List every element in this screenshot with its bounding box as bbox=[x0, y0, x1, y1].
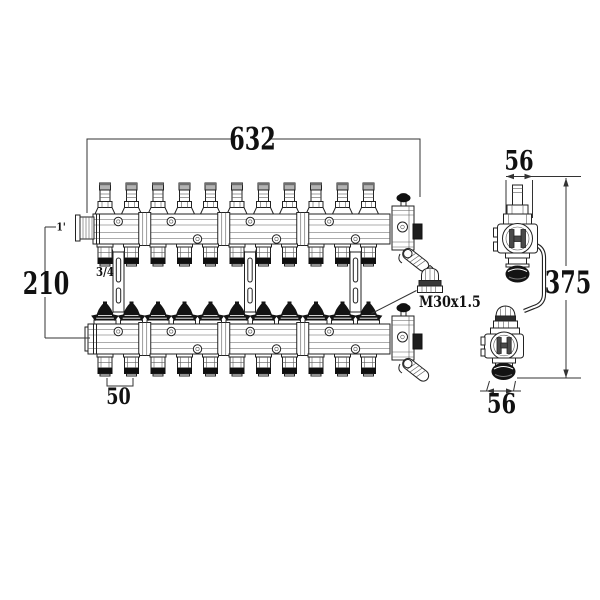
side-valve-top bbox=[493, 184, 538, 283]
front-view bbox=[75, 182, 443, 384]
inlet-connection bbox=[75, 214, 95, 242]
bottom-manifold-rail bbox=[84, 301, 432, 384]
leader-line bbox=[371, 290, 417, 314]
dim-50-text: 50 bbox=[106, 383, 130, 410]
top-manifold-rail bbox=[75, 182, 432, 274]
side-view bbox=[480, 184, 547, 380]
label-inlet-size: 1' bbox=[56, 221, 65, 234]
dim-375-text: 375 bbox=[545, 265, 592, 301]
dim-210-text: 210 bbox=[23, 266, 70, 302]
label-outlet-size: 3/4 bbox=[96, 265, 114, 279]
end-valve-top bbox=[391, 192, 432, 274]
m30-cap-detail bbox=[371, 264, 443, 314]
side-valve-bottom bbox=[480, 305, 524, 380]
dimension-56-top: 56 bbox=[504, 144, 581, 218]
dim-56-bottom-text: 56 bbox=[487, 387, 516, 419]
dimension-375: 375 bbox=[517, 178, 592, 379]
end-valve-bottom bbox=[391, 302, 432, 384]
dim-56-top-text: 56 bbox=[504, 144, 533, 176]
dimension-210: 210 bbox=[23, 226, 90, 339]
dimension-56-bottom: 56 bbox=[480, 380, 521, 420]
dim-632-text: 632 bbox=[229, 122, 276, 158]
dimension-632: 632 bbox=[86, 122, 421, 213]
dimension-50: 50 bbox=[106, 378, 134, 410]
label-m30-thread: M30x1.5 bbox=[419, 293, 481, 312]
